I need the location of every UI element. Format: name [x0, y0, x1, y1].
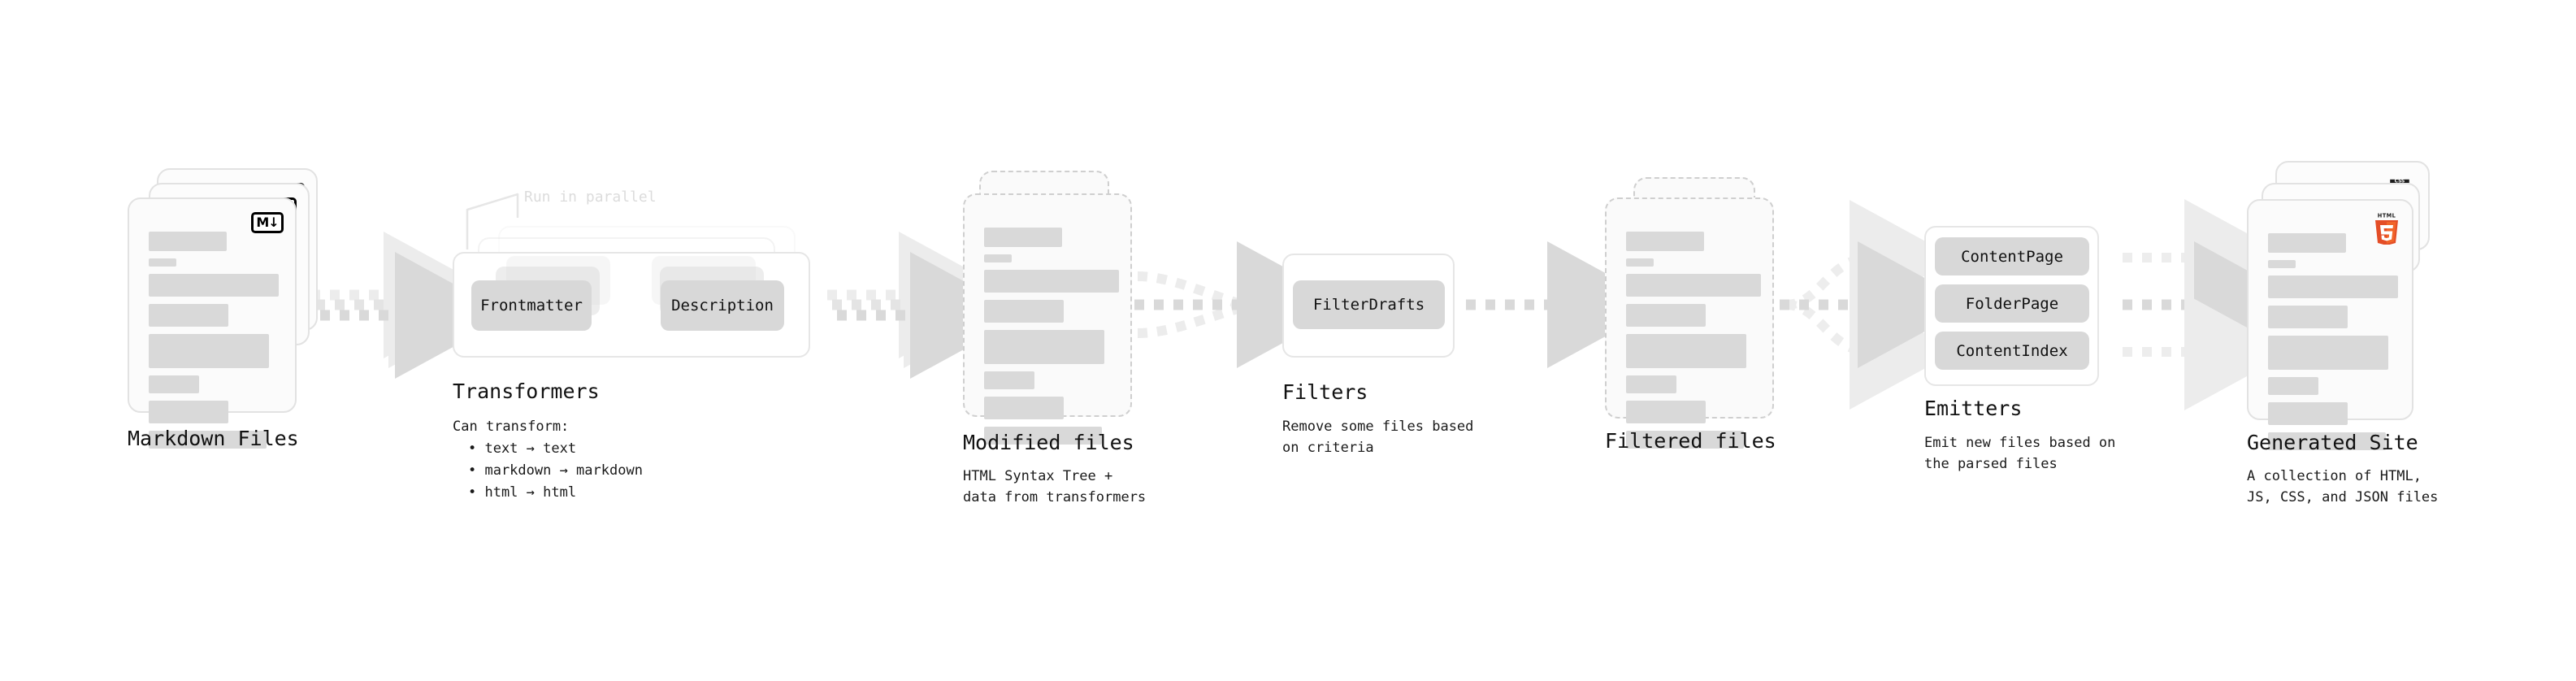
stage-title-filters: Filters: [1282, 380, 1368, 404]
arrow-modified-to-filters: [1134, 241, 1353, 368]
arrow-transformers-to-modified: [827, 232, 1026, 379]
stage-title-generated-site: Generated Site: [2247, 431, 2418, 454]
svg-text:CSS: CSS: [2395, 179, 2405, 184]
run-in-parallel-label: Run in parallel: [524, 189, 657, 206]
chip-frontmatter[interactable]: Frontmatter: [471, 280, 592, 331]
stage-title-modified-files: Modified files: [963, 431, 1134, 454]
modified-file-card-front[interactable]: [963, 193, 1132, 445]
transformers-bullet-1: • markdown → markdown: [468, 462, 643, 479]
file-skeleton-lines: [2268, 233, 2398, 458]
chip-folderpage[interactable]: FolderPage: [1935, 284, 2089, 323]
stage-title-markdown-files: Markdown Files: [128, 427, 299, 450]
svg-text:HTML: HTML: [2378, 213, 2396, 219]
generated-file-card-front[interactable]: HTML: [2247, 199, 2413, 450]
file-skeleton-lines: [1626, 232, 1761, 456]
file-skeleton-lines: [984, 228, 1119, 452]
stage-title-transformers: Transformers: [453, 380, 600, 403]
stage-subtitle-filters: Remove some files based on criteria: [1282, 419, 1474, 457]
file-skeleton-lines: [149, 232, 279, 456]
stage-title-filtered-files: Filtered files: [1605, 429, 1776, 453]
stage-subtitle-transformers: Can transform:: [453, 419, 570, 435]
arrow-markdown-to-transformers: [310, 232, 511, 379]
chip-filterdrafts[interactable]: FilterDrafts: [1293, 280, 1445, 329]
chip-contentindex[interactable]: ContentIndex: [1935, 332, 2089, 370]
transformers-bullet-0: • text → text: [468, 440, 577, 457]
chip-contentpage[interactable]: ContentPage: [1935, 237, 2089, 275]
chip-description[interactable]: Description: [661, 280, 784, 331]
html5-badge-icon: HTML: [2373, 210, 2400, 245]
stage-subtitle-modified-files: HTML Syntax Tree + data from transformer…: [963, 468, 1147, 506]
arrow-emitters-to-site: [2123, 199, 2310, 410]
stage-subtitle-generated-site: A collection of HTML, JS, CSS, and JSON …: [2247, 468, 2439, 506]
stage-subtitle-emitters: Emit new files based on the parsed files: [1924, 435, 2116, 473]
stage-title-emitters: Emitters: [1924, 397, 2023, 420]
arrow-filtered-to-emitters: [1780, 200, 1974, 410]
markdown-file-card-front[interactable]: M↓: [128, 197, 297, 449]
filtered-file-card-front[interactable]: [1605, 197, 1774, 449]
transformers-bullet-2: • html → html: [468, 484, 577, 501]
markdown-badge-icon: M↓: [251, 212, 284, 233]
